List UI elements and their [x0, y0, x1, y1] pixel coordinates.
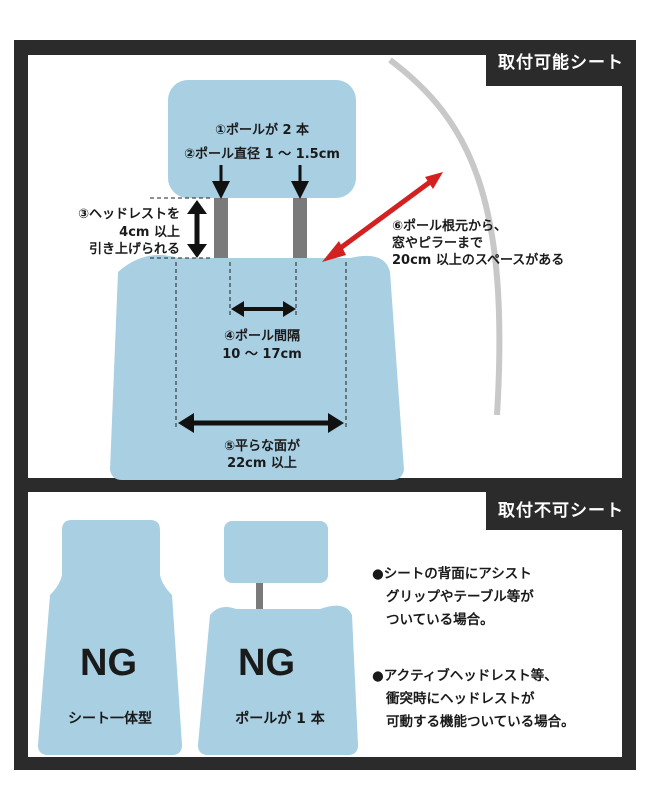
label-poles-count: ①ポールが 2 本	[214, 123, 310, 138]
label-clearance-1: ⑥ポール根元から、	[392, 219, 508, 234]
label-pole-spacing-2: 10 ～ 17cm	[222, 347, 302, 362]
label-headrest-raise-2: 4cm 以上	[119, 225, 180, 240]
note-active-headrest-line1: ●アクティブヘッドレスト等、	[372, 668, 558, 684]
raise-arrow	[187, 200, 207, 258]
pole-left	[214, 198, 228, 260]
ng-seat-single-pole	[198, 605, 358, 755]
ng-caption-single-pole: ポールが 1 本	[235, 711, 325, 727]
note-assist-grip-line2: グリップやテーブル等が	[386, 589, 534, 605]
label-flat-surface-1: ⑤平らな面が	[223, 439, 300, 454]
clearance-arrow	[322, 172, 443, 262]
installable-badge: 取付可能シート	[486, 40, 636, 86]
ng-seat-integrated	[38, 520, 182, 755]
label-pole-spacing-1: ④ポール間隔	[223, 329, 300, 344]
ng-mark-integrated: NG	[80, 642, 137, 684]
pole-right	[293, 198, 307, 260]
headrest	[168, 80, 356, 198]
label-clearance-2: 窓やピラーまで	[392, 236, 484, 251]
note-assist-grip: ●シートの背面にアシスト グリップやテーブル等が ついている場合。	[372, 563, 534, 632]
note-active-headrest-line2: 衝突時にヘッドレストが	[386, 691, 535, 707]
ng-caption-integrated: シート一体型	[68, 711, 152, 727]
note-assist-grip-line1: ●シートの背面にアシスト	[372, 566, 532, 582]
not-installable-badge: 取付不可シート	[486, 492, 636, 530]
label-clearance-3: 20cm 以上のスペースがある	[392, 253, 565, 268]
ng-single-pole	[256, 583, 263, 609]
ng-mark-single-pole: NG	[238, 642, 295, 684]
ng-headrest	[224, 521, 328, 583]
note-active-headrest-line3: 可動する機能ついている場合。	[386, 714, 575, 730]
pole-spacing-arrow	[231, 301, 296, 317]
label-headrest-raise-1: ③ヘッドレストを	[77, 207, 180, 222]
label-flat-surface-2: 22cm 以上	[227, 456, 297, 471]
flat-surface-arrow	[178, 413, 344, 433]
window-pillar	[388, 57, 503, 416]
label-pole-diameter: ②ポール直径 1 ～ 1.5cm	[184, 147, 340, 162]
note-active-headrest: ●アクティブヘッドレスト等、 衝突時にヘッドレストが 可動する機能ついている場合…	[372, 665, 575, 734]
note-assist-grip-line3: ついている場合。	[386, 612, 494, 628]
label-headrest-raise-3: 引き上げられる	[88, 242, 180, 257]
